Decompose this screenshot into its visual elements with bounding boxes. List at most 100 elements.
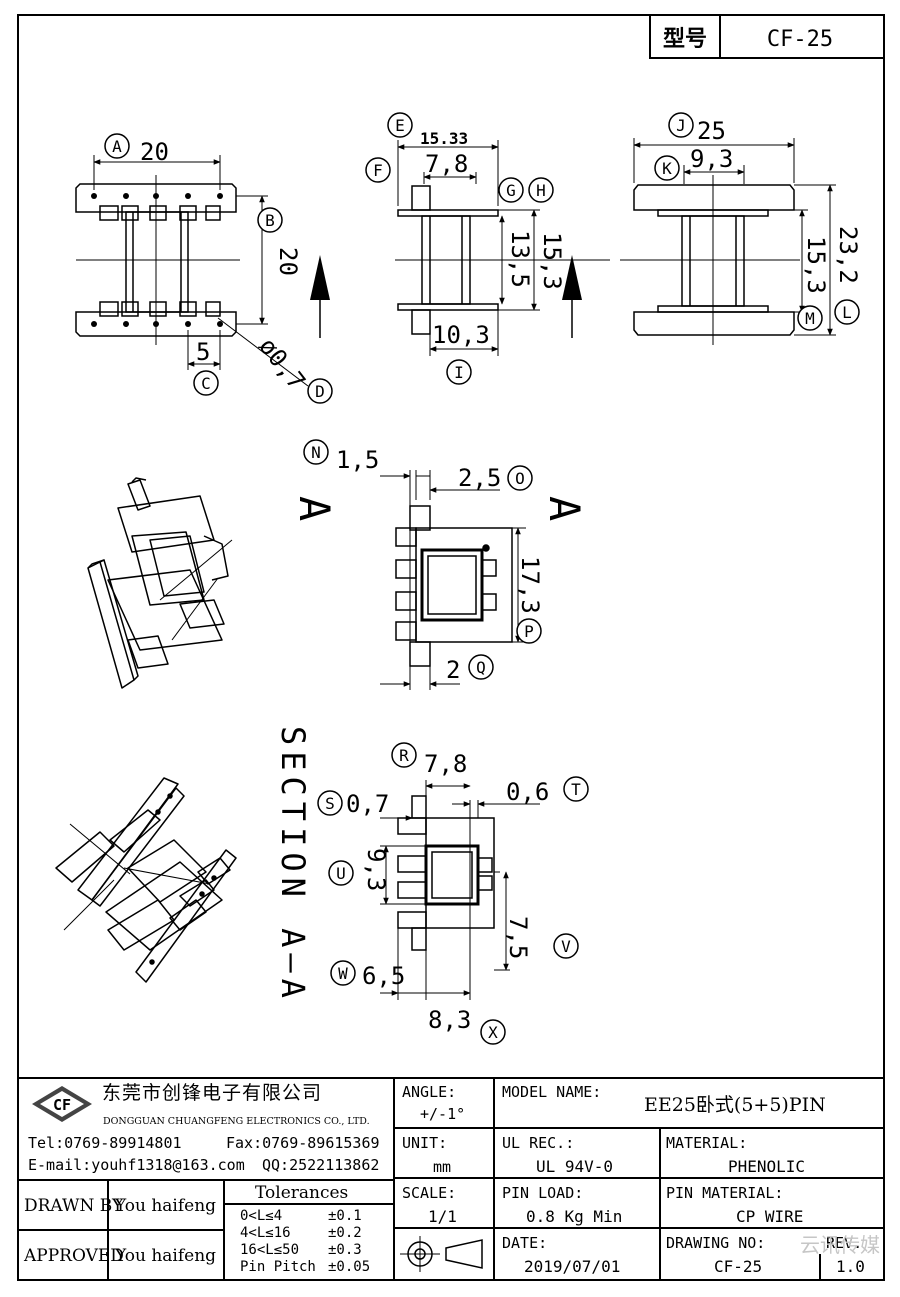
callout-label-w: W [338,964,348,983]
pinload-value: 0.8 Kg Min [526,1207,623,1226]
dim-e-text: 15.33 [420,129,468,148]
tolerance-value: ±0.2 [328,1225,362,1241]
iso-view-top [87,477,233,689]
callout-label-l: L [842,303,852,322]
dim-u-text: 9,3 [362,848,390,891]
callout-label-v: V [561,937,571,956]
drawing-no-value: CF-25 [714,1257,763,1276]
section-title: SECTION A—A [274,726,312,1004]
callout-circle-k [654,155,680,181]
tolerance-value: ±0.05 [328,1259,371,1275]
callout-label-b: B [265,211,275,230]
tolerance-range: 4<L≤16 [240,1225,291,1241]
callout-label-r: R [399,746,409,765]
callout-circle-i [446,359,472,385]
company-fax: Fax:0769-89615369 [226,1134,380,1152]
callout-label-x: X [488,1023,498,1042]
drawn-value: You haifeng [115,1196,217,1216]
callout-circle-r [391,742,417,768]
callout-label-d: D [315,382,325,401]
callout-label-c: C [201,374,211,393]
callout-circle-w [330,960,356,986]
callout-label-g: G [506,181,516,200]
rev-label: REV. [826,1234,863,1252]
callout-circle-l [834,299,860,325]
logo-text: CF [53,1096,71,1114]
callout-label-i: I [454,363,464,382]
dim-k-text: 9,3 [690,145,733,173]
dim-s-text: 0,7 [346,790,389,818]
dim-f-text: 7,8 [425,150,468,178]
callout-label-o: O [515,469,525,488]
company-logo: CF [32,1086,92,1122]
tolerance-range: 16<L≤50 [240,1242,300,1258]
callout-circle-x [480,1019,506,1045]
callout-circle-s [317,790,343,816]
company-name-cn: 东莞市创锋电子有限公司 [102,1082,323,1104]
angle-label: ANGLE: [402,1083,457,1101]
iso-view-bottom [55,777,237,983]
view-label-a-right: A [540,496,589,521]
side-view [395,140,610,356]
model-value: EE25卧式(5+5)PIN [644,1094,826,1116]
callout-circle-u [328,860,354,886]
company-name-en: DONGGUAN CHUANGFENG ELECTRONICS CO., LTD… [103,1116,370,1127]
approved-label: APPROVED [24,1246,124,1266]
dim-b-text: 20 [274,247,302,276]
callout-circle-p [516,618,542,644]
company-tel: Tel:0769-89914801 [28,1134,182,1152]
material-label: MATERIAL: [666,1134,748,1152]
callout-label-n: N [311,443,321,462]
callout-circle-d [307,378,333,404]
dim-o-text: 2,5 [458,464,501,492]
callout-circle-h [528,177,554,203]
unit-value: mm [433,1158,452,1176]
scale-value: 1/1 [428,1207,457,1226]
callout-circle-g [498,177,524,203]
dim-g-text: 15,3 [538,232,566,290]
callout-circle-c [193,370,219,396]
pinmat-label: PIN MATERIAL: [666,1184,784,1202]
callout-circle-v [553,933,579,959]
dim-i-text: 10,3 [432,321,490,349]
dim-q-text: 2 [446,656,460,684]
projection-symbol [400,1236,483,1272]
ul-label: UL REC.: [502,1134,575,1152]
scale-label: SCALE: [402,1184,457,1202]
dim-v-text: 7,5 [504,916,532,959]
tolerance-value: ±0.3 [328,1242,362,1258]
header-type-label: 型号 [663,27,707,52]
title-block [17,1077,885,1281]
dim-t-text: 0,6 [506,778,549,806]
dim-c-text: 5 [196,338,210,366]
callout-label-u: U [336,864,346,883]
callout-label-h: H [536,181,546,200]
rev-value: 1.0 [836,1257,865,1276]
dim-w-text: 6,5 [362,962,405,990]
tolerance-range: 0<L≤4 [240,1208,283,1224]
section-a-view [380,470,526,690]
dim-r-text: 7,8 [424,750,467,778]
tolerances-title: Tolerances [255,1183,349,1203]
callout-label-p: P [524,622,534,641]
callout-circle-q [468,654,494,680]
ul-value: UL 94V-0 [536,1157,614,1176]
callout-label-k: K [662,159,672,178]
callout-label-t: T [571,780,581,799]
callout-label-q: Q [476,658,486,677]
callout-circle-b [257,207,283,233]
unit-label: UNIT: [402,1134,448,1152]
angle-value: +/-1° [420,1105,466,1123]
view-label-a-left: A [290,496,339,521]
model-label: MODEL NAME: [502,1083,602,1101]
dim-n-text: 1,5 [336,446,379,474]
company-email: E-mail:youhf1318@163.com [28,1156,245,1174]
dim-l-text: 23,2 [834,226,862,284]
dim-a-text: 20 [140,138,169,166]
view-arrow-1 [310,255,330,300]
dimension-texts: 20 20 5 ø0,7 15.33 7,8 15,3 13,5 10,3 25… [140,117,862,1034]
callout-circle-t [563,776,589,802]
callout-label-m: M [805,309,815,328]
dim-x-text: 8,3 [428,1006,471,1034]
